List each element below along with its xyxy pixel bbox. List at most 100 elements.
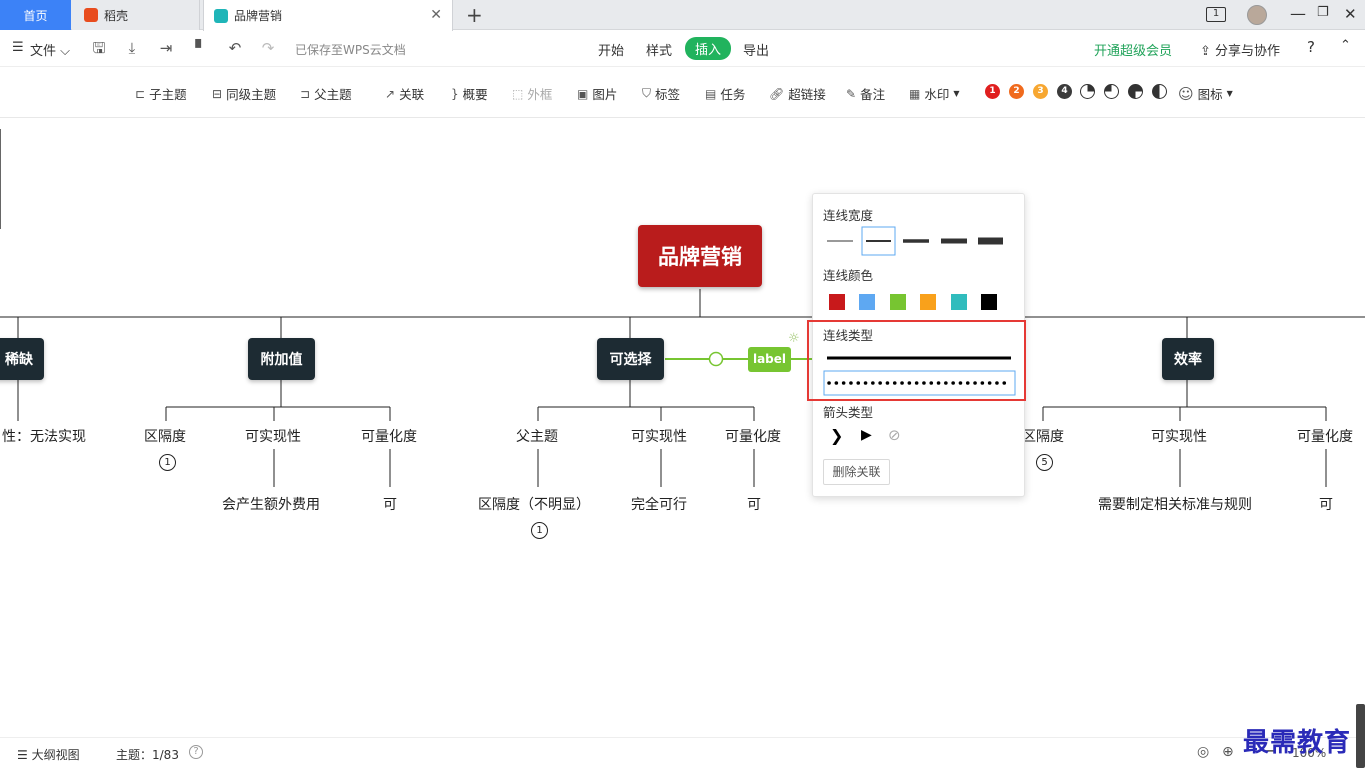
hamburger-icon[interactable]: ☰ <box>12 40 24 55</box>
color-swatch-teal[interactable] <box>951 294 967 310</box>
status-bar: ☰ 大纲视图 主题：1/83 ? ◎ ⊕ − 100% 最需教育 <box>0 704 1365 768</box>
locate-icon[interactable]: ⊕ <box>1222 744 1234 760</box>
minimize-icon[interactable]: — <box>1290 4 1306 23</box>
topic-added-quantifiable-detail[interactable]: 可 <box>383 497 397 513</box>
frame-button[interactable]: ⬚外框 <box>512 86 553 103</box>
priority-3-icon[interactable]: 3 <box>1033 84 1048 99</box>
line-type-options <box>823 356 1016 396</box>
watermark-button[interactable]: ▦水印▼ <box>909 86 960 103</box>
lightbulb-icon[interactable]: ☼ <box>788 331 800 346</box>
file-menu[interactable]: 文件 ⌵ <box>30 44 71 59</box>
progress-half-icon[interactable] <box>1104 84 1119 99</box>
progress-three-quarter-icon[interactable] <box>1128 84 1143 99</box>
tag-icon: ⛉ <box>642 86 652 100</box>
add-tab-icon[interactable]: + <box>466 3 483 27</box>
topic-added-distinction[interactable]: 区隔度 <box>144 429 186 445</box>
save-icon[interactable]: 🖫 <box>92 39 106 57</box>
topic-optional-distinction[interactable]: 区隔度（不明显） <box>478 497 590 513</box>
topic-added-value[interactable]: 附加值 <box>248 338 315 380</box>
zoom-level[interactable]: 100% <box>1292 746 1327 760</box>
topic-eff-feasibility[interactable]: 可实现性 <box>1151 429 1207 445</box>
vip-link[interactable]: 开通超级会员 <box>1094 44 1173 59</box>
topic-eff-quantifiable-detail[interactable]: 可 <box>1319 497 1333 513</box>
topic-optional-quantifiable-detail[interactable]: 可 <box>747 497 761 513</box>
format-painter-icon[interactable]: ▘ <box>195 39 207 57</box>
delete-relation-button[interactable]: 删除关联 <box>823 459 890 485</box>
progress-full-icon[interactable] <box>1152 84 1167 99</box>
mindmap-canvas[interactable]: 品牌营销 稀缺 性：无法实现 附加值 区隔度 1 可实现性 会产生额外费用 可量… <box>0 119 1365 737</box>
topic-eff-feasibility-detail[interactable]: 需要制定相关标准与规则 <box>1098 497 1252 513</box>
child-topic-button[interactable]: ⊏子主题 <box>135 86 187 103</box>
menu-start[interactable]: 开始 <box>598 44 625 59</box>
color-swatch-red[interactable] <box>829 294 845 310</box>
color-swatch-black[interactable] <box>981 294 997 310</box>
hyperlink-button[interactable]: 🔗︎超链接 <box>769 86 826 103</box>
topic-optional[interactable]: 可选择 <box>597 338 664 380</box>
priority-1-icon[interactable]: 1 <box>985 84 1000 99</box>
icons-button[interactable]: ☺图标▼ <box>1178 84 1233 103</box>
parent-topic-icon: ⊐ <box>300 86 311 101</box>
restore-icon[interactable]: ❐ <box>1317 5 1329 20</box>
download-icon[interactable]: ⤓ <box>128 39 136 57</box>
close-icon[interactable]: ✕ <box>430 7 442 23</box>
tab-daoke[interactable]: 稻壳 <box>72 0 200 30</box>
priority-2-icon[interactable]: 2 <box>1009 84 1024 99</box>
side-panel-handle[interactable] <box>1356 704 1365 768</box>
hide-icon[interactable]: ◎ <box>1197 744 1210 760</box>
window-close-icon[interactable]: ✕ <box>1344 5 1357 23</box>
color-swatch-orange[interactable] <box>920 294 936 310</box>
image-button[interactable]: ▣图片 <box>577 86 618 103</box>
arrow-none-icon[interactable]: ⊘ <box>888 426 901 444</box>
tab-home[interactable]: 首页 <box>0 0 71 30</box>
tag-button[interactable]: ⛉标签 <box>642 86 681 102</box>
progress-quarter-icon[interactable] <box>1080 84 1095 99</box>
collapse-icon[interactable]: ⌃ <box>1340 38 1351 53</box>
relation-label[interactable]: label <box>748 347 791 372</box>
menu-export[interactable]: 导出 <box>743 44 770 59</box>
help-icon[interactable]: ? <box>1307 38 1315 56</box>
color-swatch-green[interactable] <box>890 294 906 310</box>
color-swatch-blue[interactable] <box>859 294 875 310</box>
topic-optional-feasibility-detail[interactable]: 完全可行 <box>631 497 687 513</box>
topic-eff-quantifiable[interactable]: 可量化度 <box>1297 429 1353 445</box>
summary-button[interactable]: }概要 <box>451 86 488 103</box>
priority-badge: 5 <box>1036 454 1053 471</box>
task-button[interactable]: ▤任务 <box>705 86 746 103</box>
menu-insert[interactable]: 插入 <box>685 37 732 60</box>
line-width-title: 连线宽度 <box>823 208 874 223</box>
outline-icon: ☰ <box>17 748 28 762</box>
topic-optional-parent[interactable]: 父主题 <box>516 429 558 445</box>
topic-eff-distinction[interactable]: 区隔度 <box>1022 429 1064 445</box>
tab-brand-marketing[interactable]: 品牌营销 ✕ <box>203 0 453 31</box>
arrow-open-icon[interactable]: ❯ <box>830 426 844 445</box>
avatar[interactable] <box>1247 5 1267 25</box>
sibling-topic-button[interactable]: ⊟同级主题 <box>212 86 277 103</box>
topic-efficiency[interactable]: 效率 <box>1162 338 1214 380</box>
summary-icon: } <box>451 86 459 101</box>
menu-style[interactable]: 样式 <box>646 44 673 59</box>
topic-added-quantifiable[interactable]: 可量化度 <box>361 429 417 445</box>
export-icon[interactable]: ⇥ <box>159 39 173 57</box>
help-circle-icon[interactable]: ? <box>189 745 203 759</box>
topic-optional-quantifiable[interactable]: 可量化度 <box>725 429 781 445</box>
undo-icon[interactable]: ↶ <box>228 39 242 57</box>
topic-scarce[interactable]: 稀缺 <box>0 338 44 380</box>
topic-added-feasibility[interactable]: 可实现性 <box>245 429 301 445</box>
relation-button[interactable]: ↗关联 <box>385 86 425 103</box>
topic-added-feasibility-detail[interactable]: 会产生额外费用 <box>222 497 320 513</box>
root-topic[interactable]: 品牌营销 <box>638 225 762 287</box>
menu-bar: ☰ 文件 ⌵ 🖫 ⤓ ⇥ ▘ ↶ ↷ 已保存至WPS云文档 开始 样式 插入 导… <box>0 31 1365 67</box>
parent-topic-button[interactable]: ⊐父主题 <box>300 86 352 103</box>
zoom-out-icon[interactable]: − <box>1263 741 1277 760</box>
outline-view-button[interactable]: ☰ 大纲视图 <box>17 748 80 762</box>
window-count-badge[interactable]: 1 <box>1206 7 1226 22</box>
image-icon: ▣ <box>577 86 589 101</box>
priority-4-icon[interactable]: 4 <box>1057 84 1072 99</box>
share-button[interactable]: ⇪ 分享与协作 <box>1200 44 1281 59</box>
redo-icon[interactable]: ↷ <box>261 39 275 57</box>
note-button[interactable]: ✎备注 <box>846 86 886 103</box>
topic-scarce-text[interactable]: 性：无法实现 <box>2 429 86 445</box>
frame-icon: ⬚ <box>512 86 524 101</box>
arrow-solid-icon[interactable]: ▶ <box>861 427 872 443</box>
topic-optional-feasibility[interactable]: 可实现性 <box>631 429 687 445</box>
